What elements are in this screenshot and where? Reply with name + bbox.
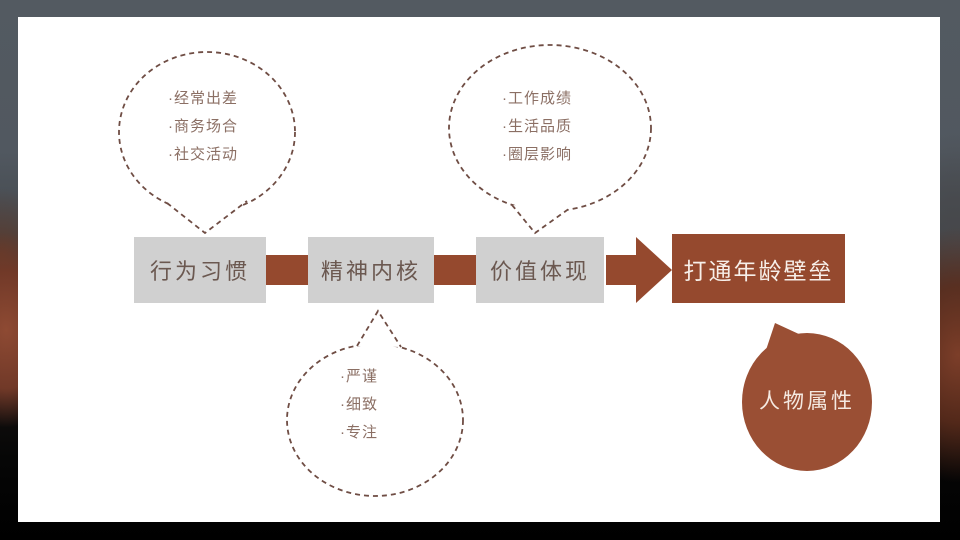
bubble-shapes-layer <box>118 44 872 497</box>
bubble-behavior-item: ·经常出差 <box>168 90 238 107</box>
flow-connector <box>258 255 316 285</box>
flow-connector <box>426 255 484 285</box>
bubble-behavior-item: ·社交活动 <box>168 146 238 163</box>
bubble-values-item: ·工作成绩 <box>502 90 572 107</box>
flow-result-box: 打通年龄壁垒 <box>672 234 845 303</box>
bubble-behavior-outline <box>118 51 296 235</box>
bubble-spirit-item: ·专注 <box>340 424 378 441</box>
flow-step-spirit: 精神内核 <box>308 237 434 303</box>
bubble-spirit-list: ·严谨 ·细致 ·专注 <box>340 363 378 447</box>
flow-step-values: 价值体现 <box>476 237 604 303</box>
flow-arrow-icon <box>636 237 672 303</box>
bubble-behavior-item: ·商务场合 <box>168 118 238 135</box>
flow-arrow-stem <box>606 255 638 285</box>
slide-canvas: ·经常出差 ·商务场合 ·社交活动 ·工作成绩 ·生活品质 ·圈层影响 ·严谨 … <box>18 17 940 522</box>
bubble-values-outline <box>448 44 652 235</box>
bubble-spirit-outline <box>286 309 464 497</box>
bubble-behavior-list: ·经常出差 ·商务场合 ·社交活动 <box>168 85 238 169</box>
badge-blob <box>742 323 872 471</box>
bubble-values-item: ·圈层影响 <box>502 146 572 163</box>
bubble-values-item: ·生活品质 <box>502 118 572 135</box>
flow-step-behavior: 行为习惯 <box>134 237 266 303</box>
bubble-values-list: ·工作成绩 ·生活品质 ·圈层影响 <box>502 85 572 169</box>
badge-label: 人物属性 <box>759 390 855 413</box>
bubble-spirit-item: ·细致 <box>340 396 378 413</box>
bubble-spirit-item: ·严谨 <box>340 368 378 385</box>
